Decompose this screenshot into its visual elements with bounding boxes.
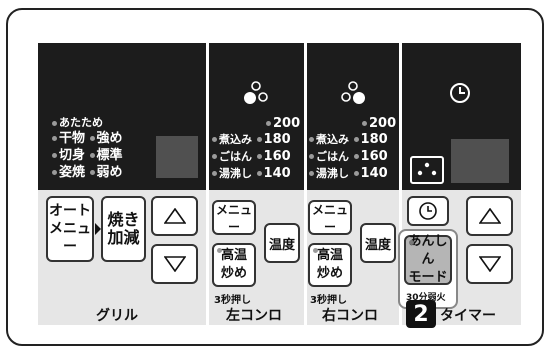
temp-200: 200 <box>362 116 396 132</box>
safe-mode-button[interactable]: あんしんモード <box>404 234 452 285</box>
triangle-down-icon <box>163 256 186 272</box>
left-temp-button[interactable]: 温度 <box>264 223 300 263</box>
adjust-button[interactable]: 焼き加減 <box>101 196 146 262</box>
grill-mode-fillet: 切身 標準 <box>52 148 123 164</box>
temp-boil: 湯沸し 140 <box>309 166 388 182</box>
right-menu-button[interactable]: メニュー <box>308 200 352 235</box>
timer-down-button[interactable] <box>466 244 513 284</box>
auto-menu-button[interactable]: オートメニュー <box>46 196 94 262</box>
temp-rice: ごはん 160 <box>309 149 388 165</box>
temp-stew: 煮込み 180 <box>309 132 388 148</box>
hold-3s-note: 3秒押し <box>214 295 251 306</box>
triangle-up-icon <box>163 208 186 224</box>
right-burner-label: 右コンロ <box>322 308 378 324</box>
left-burner-label: 左コンロ <box>226 308 282 324</box>
timer-up-button[interactable] <box>466 196 513 236</box>
clock-icon <box>450 83 470 103</box>
grill-mode-dried: 干物 強め <box>52 131 123 147</box>
divider <box>304 43 307 325</box>
clock-icon <box>419 202 437 220</box>
grill-lcd <box>156 136 198 178</box>
triangle-up-icon <box>478 208 501 224</box>
control-panel: あたため 干物 強め 切身 標準 姿焼 弱め 200 煮込み 180 ごはん 1… <box>38 43 521 328</box>
grill-mode-reheat: あたため <box>52 115 103 131</box>
temp-rice: ごはん 160 <box>212 149 291 165</box>
control-panel-frame <box>6 8 544 346</box>
timer-clock-button[interactable] <box>407 196 449 226</box>
hold-3s-note: 3秒押し <box>310 295 347 306</box>
right-temp-button[interactable]: 温度 <box>360 223 396 263</box>
timer-lcd <box>451 139 509 183</box>
right-high-heat-button[interactable]: 高温炒め <box>308 243 352 287</box>
temp-boil: 湯沸し 140 <box>212 166 291 182</box>
grill-label: グリル <box>96 308 138 324</box>
triangle-down-icon <box>478 256 501 272</box>
divider <box>399 43 402 325</box>
temp-200: 200 <box>266 116 300 132</box>
grill-down-button[interactable] <box>151 244 198 284</box>
timer-sub-note: 30分弱火 <box>406 293 446 303</box>
left-high-heat-button[interactable]: 高温炒め <box>212 243 256 287</box>
burner-dots-icon <box>341 81 365 104</box>
burner-dots-icon <box>244 81 268 104</box>
temp-stew: 煮込み 180 <box>212 132 291 148</box>
grill-mode-whole: 姿焼 弱め <box>52 165 123 181</box>
left-menu-button[interactable]: メニュー <box>212 200 256 235</box>
grill-up-button[interactable] <box>151 196 198 236</box>
timer-label: タイマー <box>440 308 496 324</box>
arrow-right-icon <box>95 223 101 235</box>
safe-mode-indicator <box>410 156 444 184</box>
callout-badge: 2 <box>406 300 436 328</box>
divider <box>206 43 209 325</box>
